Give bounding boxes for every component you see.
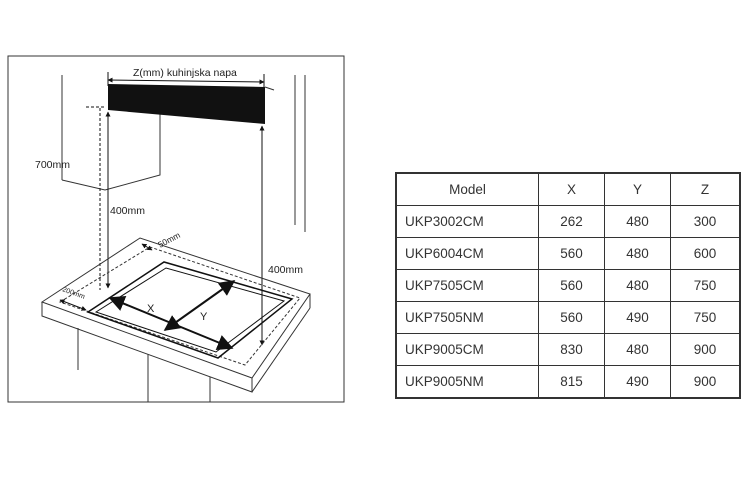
cell-y: 480 [604, 237, 671, 270]
front-gap-dimension [59, 299, 87, 311]
diagram-frame [7, 55, 345, 403]
table-row: UKP7505CM 560 480 750 [395, 269, 741, 302]
rear-gap-label: 50mm [156, 230, 182, 250]
cell-z: 750 [670, 269, 741, 302]
rear-gap-dimension [141, 243, 153, 251]
table-row: UKP6004CM 560 480 600 [395, 237, 741, 270]
cell-x: 560 [538, 269, 605, 302]
table-header-row: Model X Y Z [395, 172, 741, 206]
hood-clearance-label: 400mm [110, 205, 145, 217]
countertop-side [251, 307, 311, 393]
header-z: Z [670, 172, 741, 206]
header-model: Model [395, 172, 539, 206]
cell-x: 560 [538, 301, 605, 334]
upper-cabinet [61, 110, 161, 191]
x-axis-label: X [147, 303, 155, 315]
cell-model: UKP7505NM [395, 301, 539, 334]
cell-x: 560 [538, 237, 605, 270]
cell-model: UKP9005NM [395, 365, 539, 399]
hood-width-label: Z(mm) kuhinjska napa [133, 67, 237, 79]
cell-z: 600 [670, 237, 741, 270]
cabinet-height-label: 700mm [35, 159, 70, 171]
countertop [40, 237, 311, 379]
range-hood [108, 84, 265, 124]
model-dimensions-table: Model X Y Z UKP3002CM 262 480 300 UKP600… [395, 172, 741, 399]
cell-y: 490 [604, 301, 671, 334]
cell-z: 900 [670, 365, 741, 399]
table-row: UKP7505NM 560 490 750 [395, 301, 741, 334]
installation-diagram: Z(mm) kuhinjska napa 700mm 400mm 400mm X… [7, 55, 345, 403]
countertop-front [41, 302, 253, 393]
cell-model: UKP9005CM [395, 333, 539, 366]
y-axis-label: Y [200, 311, 208, 323]
cell-x: 815 [538, 365, 605, 399]
cell-z: 900 [670, 333, 741, 366]
cell-y: 480 [604, 269, 671, 302]
header-x: X [538, 172, 605, 206]
cell-y: 480 [604, 333, 671, 366]
hob-cutout-inner [94, 267, 286, 353]
cell-x: 830 [538, 333, 605, 366]
cell-model: UKP7505CM [395, 269, 539, 302]
cell-x: 262 [538, 205, 605, 238]
table-row: UKP3002CM 262 480 300 [395, 205, 741, 238]
table-row: UKP9005NM 815 490 900 [395, 365, 741, 399]
hood-width-dimension [107, 77, 265, 85]
cell-model: UKP3002CM [395, 205, 539, 238]
cell-z: 750 [670, 301, 741, 334]
cell-y: 490 [604, 365, 671, 399]
hood-edge [264, 86, 275, 91]
right-clearance-label: 400mm [268, 264, 303, 276]
header-y: Y [604, 172, 671, 206]
cell-y: 480 [604, 205, 671, 238]
cell-model: UKP6004CM [395, 237, 539, 270]
table-row: UKP9005CM 830 480 900 [395, 333, 741, 366]
cell-z: 300 [670, 205, 741, 238]
y-dimension-arrow [163, 280, 236, 331]
